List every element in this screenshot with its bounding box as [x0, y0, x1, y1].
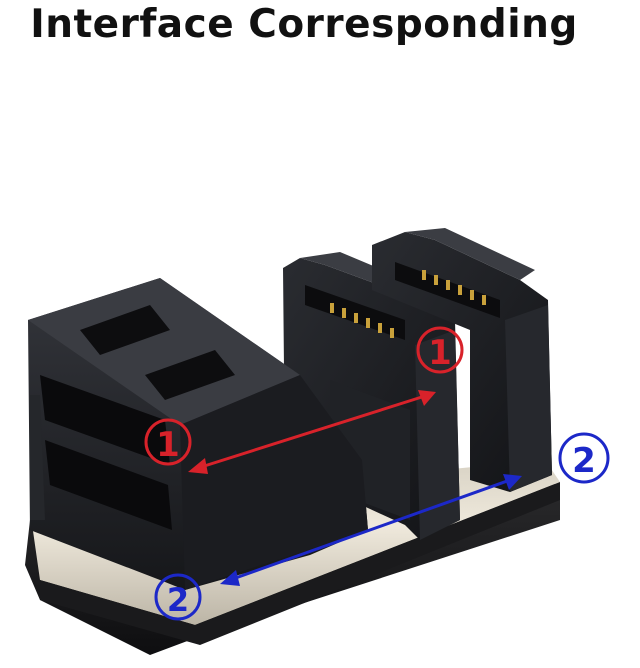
- blue-arrow: [220, 474, 522, 586]
- svg-text:1: 1: [428, 333, 452, 373]
- gold-pins-right: [422, 270, 486, 305]
- image-title: Interface Corresponding: [30, 2, 578, 47]
- marker-1-right: 1: [416, 326, 464, 374]
- red-arrow: [188, 390, 436, 474]
- marker-2-right: 2: [558, 432, 610, 484]
- vertical-sata-port-right: [372, 228, 552, 492]
- marker-1-left: 1: [144, 418, 192, 466]
- svg-text:2: 2: [167, 581, 189, 619]
- gold-pins-left: [330, 303, 394, 338]
- svg-text:1: 1: [156, 425, 180, 465]
- marker-2-left: 2: [154, 573, 202, 621]
- svg-text:2: 2: [572, 441, 596, 481]
